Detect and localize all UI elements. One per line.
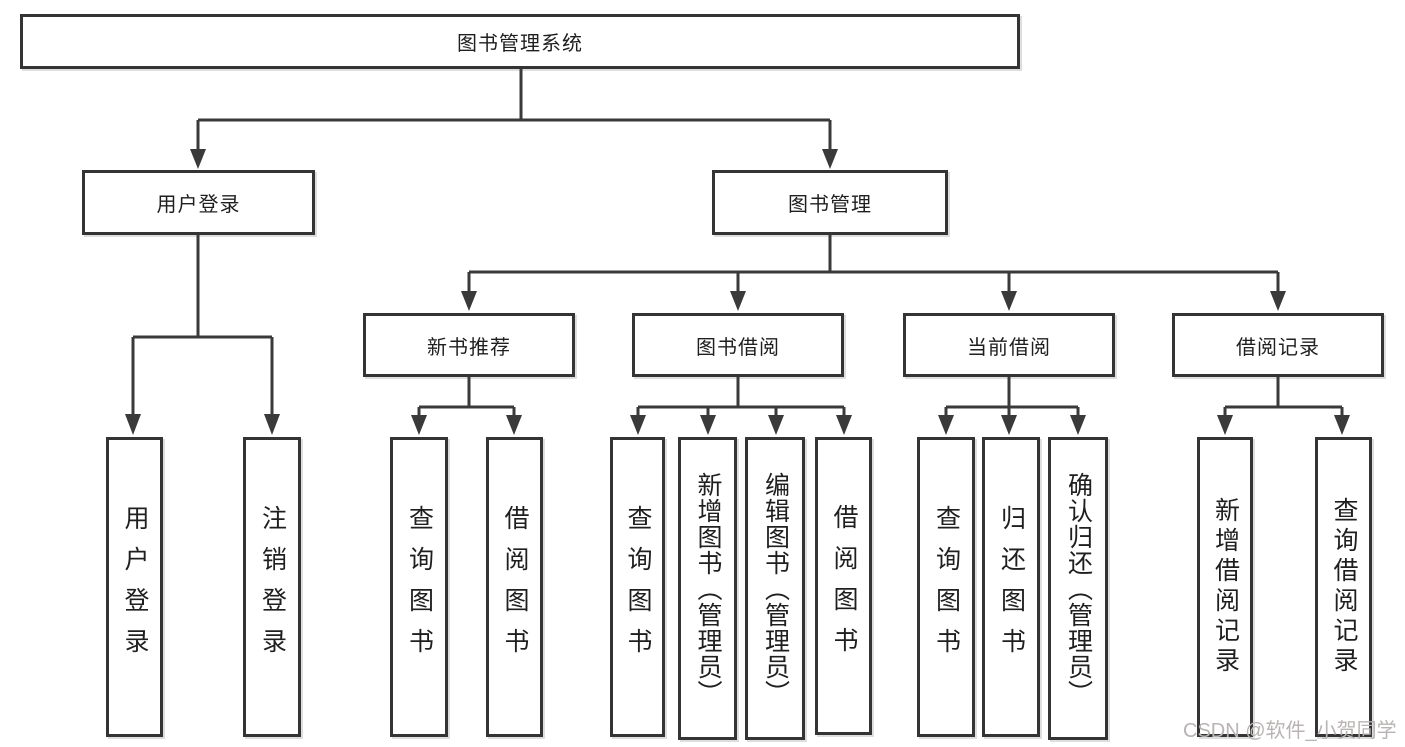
csdn-watermark: CSDN @软件_小贺同学 [1183,720,1397,742]
node-new-book-recommend: 新书推荐 [363,313,575,377]
node-current-borrow: 当前借阅 [903,313,1115,377]
node-user-login: 用户登录 [82,170,315,235]
leaf-query-books-recommend: 查询图书 [390,437,448,737]
leaf-add-borrow-record: 新增借阅记录 [1197,437,1253,737]
leaf-logout-login: 注销登录 [243,437,301,737]
leaf-borrow-books: 借阅图书 [815,437,872,735]
node-book-management: 图书管理 [712,170,948,235]
leaf-confirm-return-admin: 确认归还（管理员） [1048,437,1108,740]
leaf-edit-book-admin: 编辑图书（管理员） [745,437,805,740]
node-book-borrow: 图书借阅 [632,313,844,377]
leaf-return-book: 归还图书 [982,437,1040,737]
node-borrow-records: 借阅记录 [1172,313,1384,377]
leaf-user-login: 用户登录 [106,437,163,737]
arrowheads [125,149,1350,435]
leaf-borrow-books-recommend: 借阅图书 [486,437,543,737]
leaf-add-book-admin: 新增图书（管理员） [678,437,737,740]
leaf-query-books-current: 查询图书 [917,437,975,737]
leaf-query-borrow-record: 查询借阅记录 [1315,437,1372,737]
leaf-query-books-borrow: 查询图书 [610,437,665,737]
node-root: 图书管理系统 [20,14,1020,69]
